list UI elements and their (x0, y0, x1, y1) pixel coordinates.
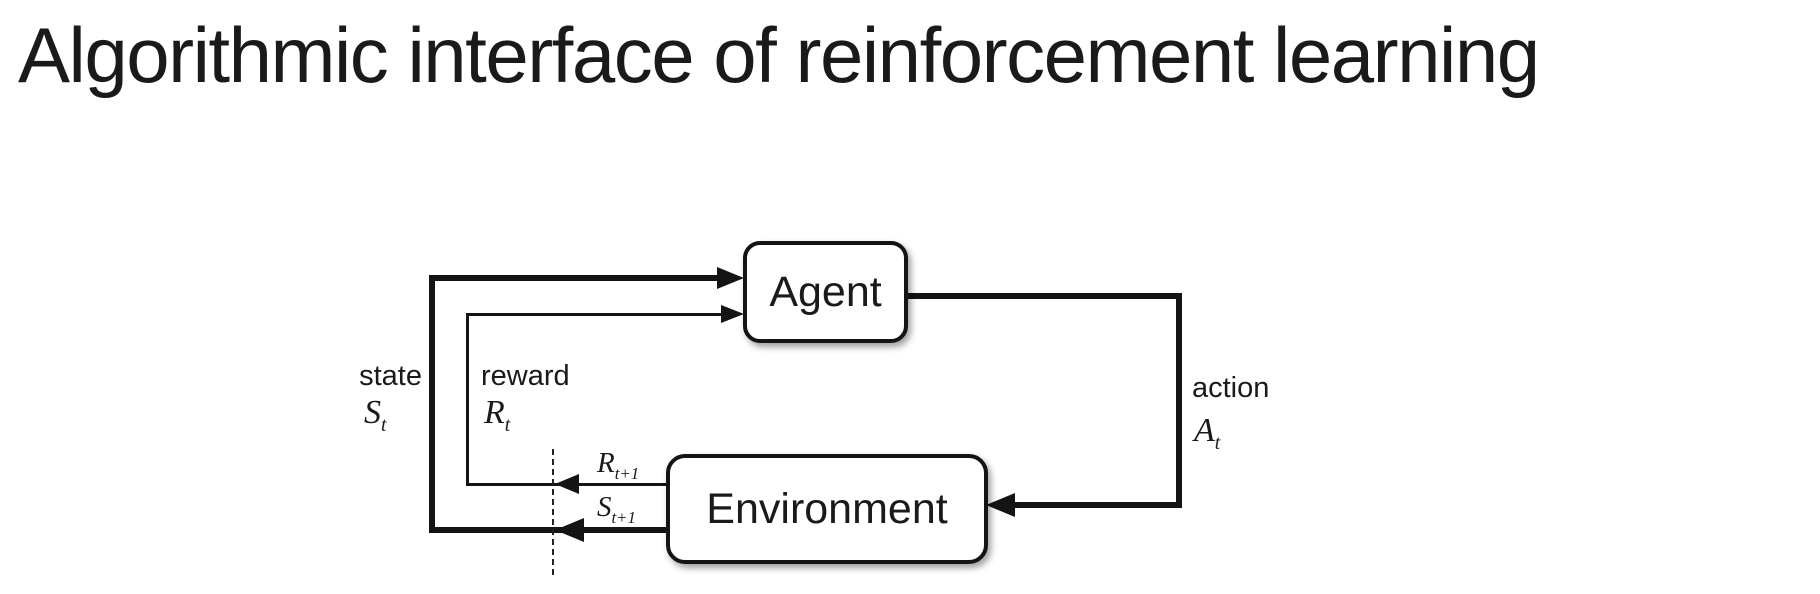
environment-box: Environment (666, 454, 988, 564)
state-loop-top-line (429, 275, 720, 281)
next-reward-subscript: t+1 (614, 463, 640, 483)
next-reward-symbol-label: Rt+1 (597, 447, 640, 483)
state-symbol-label: St (364, 394, 386, 435)
action-loop-bottom-line (1014, 502, 1182, 508)
next-state-arrowhead-icon (555, 518, 584, 542)
action-symbol-base: A (1194, 412, 1215, 449)
state-word-label: state (359, 360, 422, 392)
reward-loop-vertical-line (466, 313, 469, 486)
reward-arrowhead-into-agent-icon (721, 305, 744, 323)
action-symbol-subscript: t (1214, 431, 1221, 454)
agent-box: Agent (743, 241, 908, 343)
action-loop-top-line (908, 293, 1182, 299)
action-word-label: action (1192, 372, 1270, 404)
next-state-subscript: t+1 (611, 507, 636, 527)
reward-symbol-subscript: t (504, 413, 511, 436)
next-state-base: S (597, 491, 612, 523)
action-loop-vertical-line (1176, 293, 1182, 508)
state-arrowhead-into-agent-icon (717, 267, 744, 289)
state-symbol-base: S (364, 394, 381, 431)
next-state-line (429, 527, 670, 533)
state-loop-vertical-line (429, 275, 435, 533)
reward-word-label: reward (481, 360, 570, 392)
next-reward-arrowhead-icon (555, 474, 579, 494)
agent-label: Agent (769, 267, 882, 316)
reward-symbol-label: Rt (484, 394, 510, 435)
next-state-symbol-label: St+1 (597, 491, 636, 527)
action-arrowhead-into-environment-icon (986, 493, 1015, 517)
environment-label: Environment (706, 484, 948, 533)
next-reward-base: R (597, 447, 615, 479)
time-step-boundary-dashed-line (552, 449, 554, 575)
reward-symbol-base: R (484, 394, 505, 431)
slide-title: Algorithmic interface of reinforcement l… (18, 11, 1540, 99)
reward-loop-top-line (466, 313, 722, 316)
action-symbol-label: At (1194, 412, 1220, 453)
state-symbol-subscript: t (381, 413, 387, 436)
